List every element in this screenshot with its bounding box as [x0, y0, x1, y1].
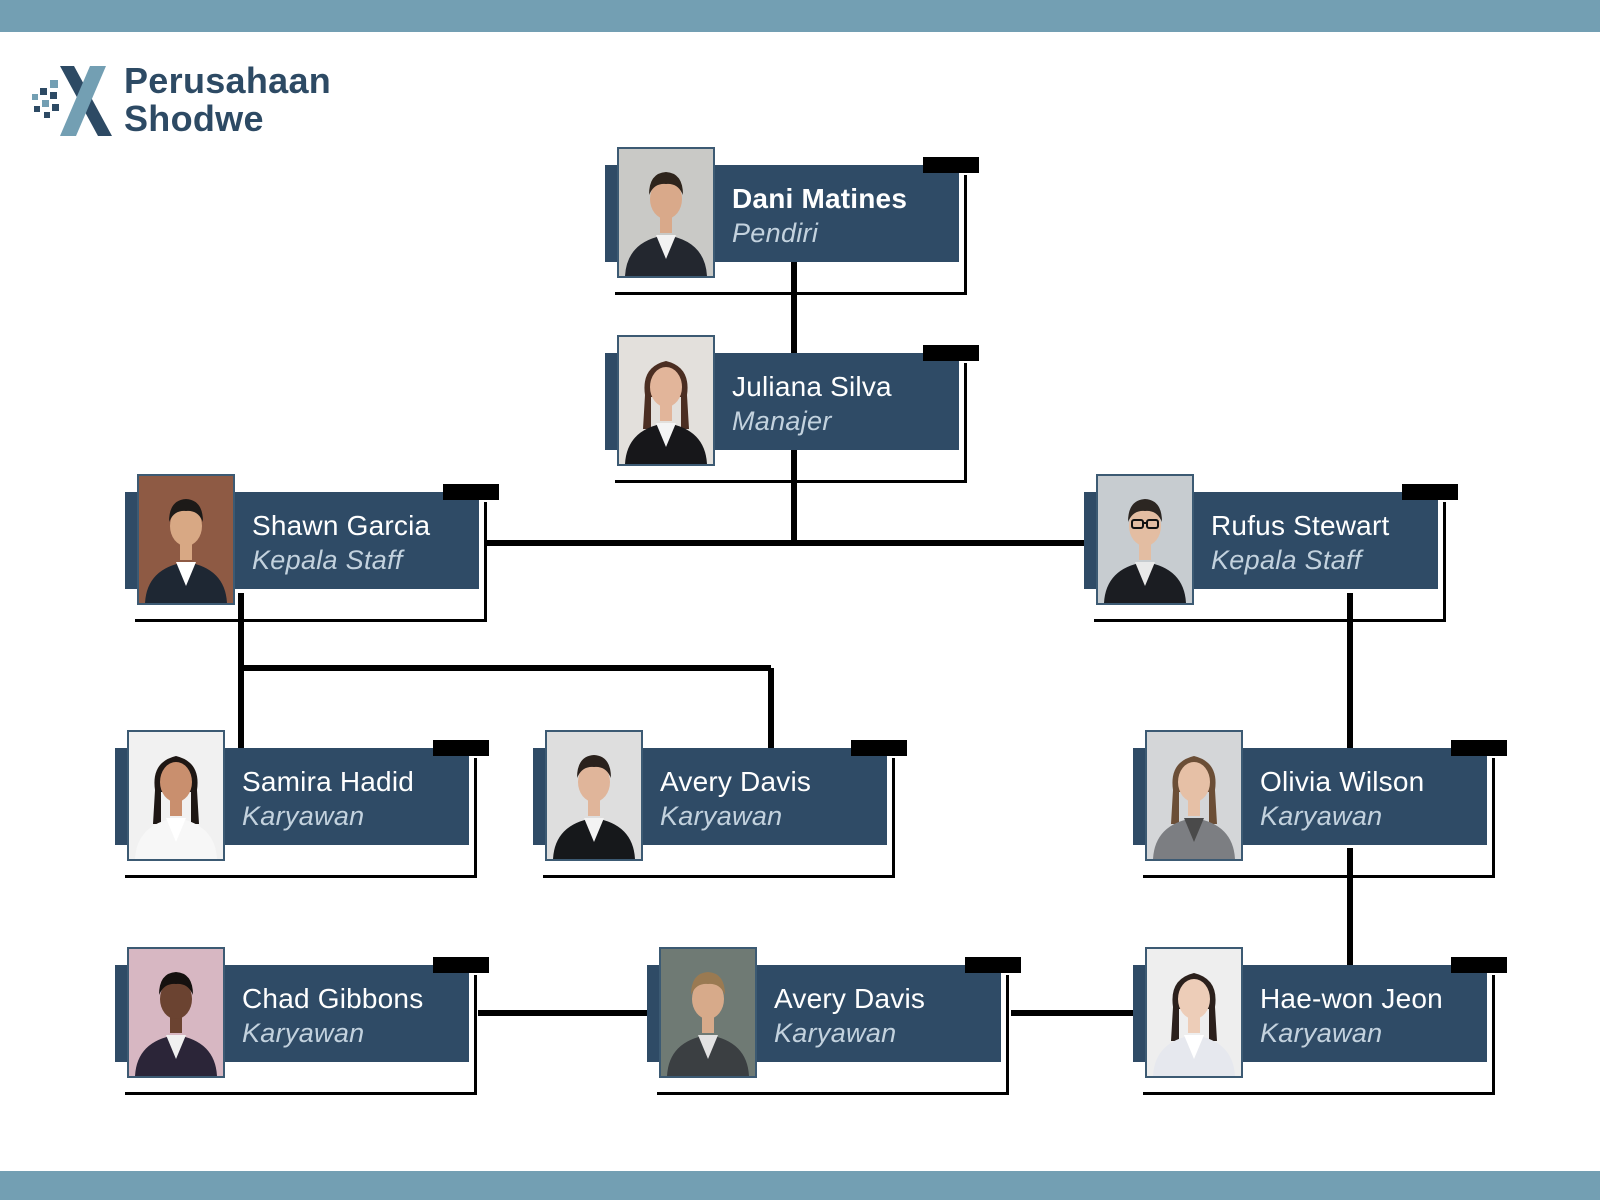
portrait-photo — [1096, 474, 1194, 605]
card-frame — [657, 975, 1009, 1095]
card-frame — [125, 758, 477, 878]
org-node-chad-gibbons[interactable]: Chad Gibbons Karyawan — [115, 947, 489, 1110]
portrait-photo — [137, 474, 235, 605]
portrait-man-glasses-icon — [1098, 476, 1192, 603]
org-node-olivia-wilson[interactable]: Olivia Wilson Karyawan — [1133, 730, 1507, 893]
portrait-woman-white-shirt-icon — [129, 732, 223, 859]
bottom-accent-band — [0, 1171, 1600, 1200]
org-node-dani-matines[interactable]: Dani Matines Pendiri — [605, 147, 979, 310]
person-name: Dani Matines — [732, 183, 908, 214]
company-logo: Perusahaan Shodwe — [30, 62, 370, 142]
card-frame — [1094, 502, 1446, 622]
portrait-man-suit-brick-wall-icon — [139, 476, 233, 603]
portrait-photo — [617, 335, 715, 466]
person-role: Karyawan — [660, 801, 783, 831]
person-role: Pendiri — [732, 218, 819, 248]
company-name-line-2: Shodwe — [124, 98, 264, 139]
person-role: Karyawan — [242, 801, 365, 831]
portrait-woman-blazer-icon — [619, 337, 713, 464]
person-name: Avery Davis — [660, 766, 812, 797]
person-name: Shawn Garcia — [252, 510, 431, 541]
top-accent-band — [0, 0, 1600, 32]
org-node-juliana-silva[interactable]: Juliana Silva Manajer — [605, 335, 979, 498]
portrait-photo — [617, 147, 715, 278]
portrait-man-pinstripe-icon — [129, 949, 223, 1076]
org-node-rufus-stewart[interactable]: Rufus Stewart Kepala Staff — [1084, 474, 1458, 637]
portrait-photo — [1145, 947, 1243, 1078]
org-node-avery-davis[interactable]: Avery Davis Karyawan — [533, 730, 907, 893]
person-role: Karyawan — [1260, 1018, 1383, 1048]
company-name: Perusahaan Shodwe — [124, 62, 331, 138]
person-role: Karyawan — [242, 1018, 365, 1048]
card-tab — [1451, 740, 1507, 756]
card-frame — [615, 363, 967, 483]
card-frame — [135, 502, 487, 622]
card-tab — [443, 484, 499, 500]
card-frame — [1143, 758, 1495, 878]
card-tab — [923, 157, 979, 173]
portrait-woman-grey-blazer-icon — [1147, 732, 1241, 859]
card-tab — [433, 957, 489, 973]
org-node-shawn-garcia[interactable]: Shawn Garcia Kepala Staff — [125, 474, 499, 637]
card-tab — [851, 740, 907, 756]
person-name: Avery Davis — [774, 983, 926, 1014]
portrait-photo — [127, 947, 225, 1078]
org-node-samira-hadid[interactable]: Samira Hadid Karyawan — [115, 730, 489, 893]
person-name: Olivia Wilson — [1260, 766, 1425, 797]
card-frame — [1143, 975, 1495, 1095]
person-name: Rufus Stewart — [1211, 510, 1390, 541]
person-role: Kepala Staff — [252, 545, 403, 575]
person-name: Samira Hadid — [242, 766, 415, 797]
person-name: Juliana Silva — [732, 371, 892, 402]
portrait-man-adjusting-tie-icon — [661, 949, 755, 1076]
person-role: Karyawan — [1260, 801, 1383, 831]
person-role: Kepala Staff — [1211, 545, 1362, 575]
portrait-photo — [127, 730, 225, 861]
org-node-hae-won-jeon[interactable]: Hae-won Jeon Karyawan — [1133, 947, 1507, 1110]
card-tab — [433, 740, 489, 756]
company-name-line-1: Perusahaan — [124, 60, 332, 101]
org-node-avery-davis-2[interactable]: Avery Davis Karyawan — [647, 947, 1021, 1110]
person-name: Chad Gibbons — [242, 983, 424, 1014]
person-role: Manajer — [732, 406, 832, 436]
card-tab — [923, 345, 979, 361]
card-frame — [615, 175, 967, 295]
portrait-woman-striped-shirt-icon — [1147, 949, 1241, 1076]
card-frame — [125, 975, 477, 1095]
portrait-man-tie-icon — [547, 732, 641, 859]
portrait-photo — [545, 730, 643, 861]
card-frame — [543, 758, 895, 878]
portrait-photo — [1145, 730, 1243, 861]
shodwe-x-logo-icon — [32, 66, 112, 136]
portrait-photo — [659, 947, 757, 1078]
card-tab — [965, 957, 1021, 973]
portrait-man-suit-icon — [619, 149, 713, 276]
person-name: Hae-won Jeon — [1260, 983, 1443, 1014]
card-tab — [1451, 957, 1507, 973]
person-role: Karyawan — [774, 1018, 897, 1048]
card-tab — [1402, 484, 1458, 500]
